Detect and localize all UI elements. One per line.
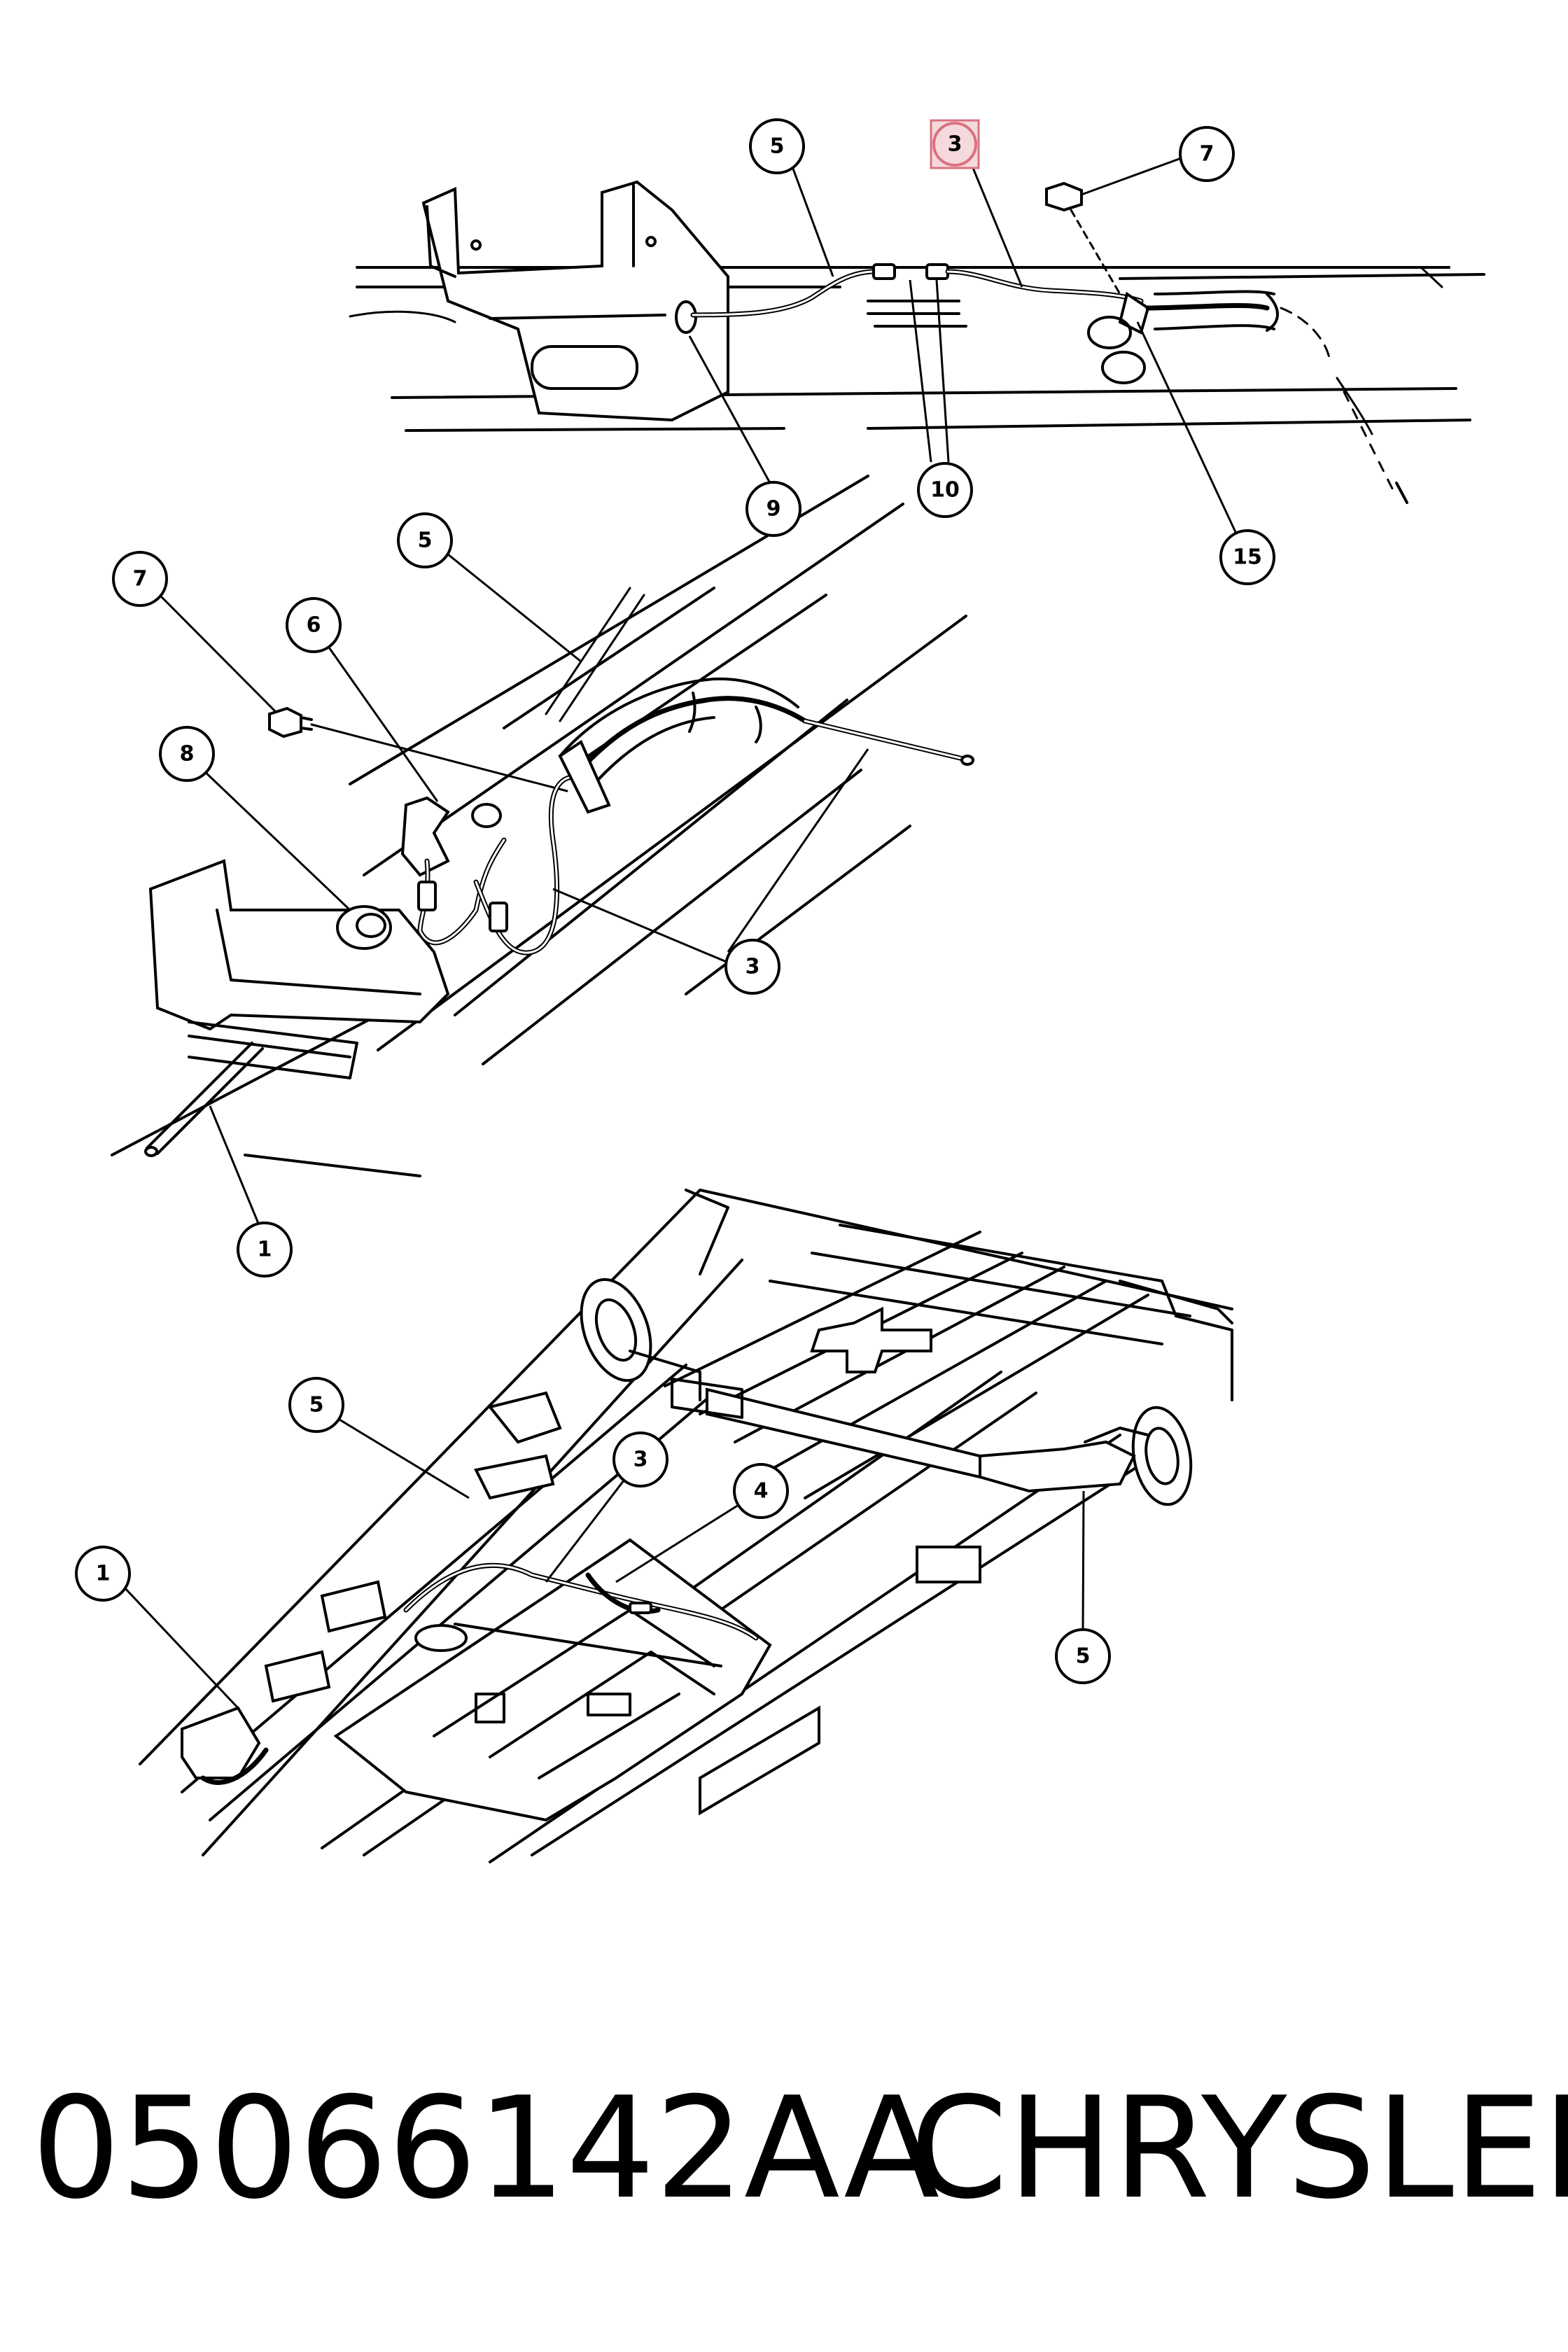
- callout-7-middle: 7: [112, 551, 278, 714]
- svg-text:5: 5: [1076, 1644, 1091, 1669]
- svg-text:5: 5: [770, 134, 785, 159]
- footer: 05066142AA CHRYSLER: [0, 2044, 1568, 2254]
- svg-text:15: 15: [1233, 545, 1262, 570]
- callout-5-bottom-right: 5: [1055, 1490, 1111, 1684]
- callout-9-top: 9: [688, 335, 802, 537]
- svg-text:7: 7: [1200, 142, 1214, 167]
- callout-1-middle: 1: [209, 1105, 293, 1278]
- callout-15-top: 15: [1136, 321, 1275, 585]
- svg-text:5: 5: [418, 528, 433, 553]
- svg-text:5: 5: [309, 1393, 324, 1418]
- svg-text:10: 10: [930, 478, 960, 503]
- svg-text:6: 6: [307, 613, 321, 638]
- svg-text:8: 8: [180, 742, 195, 766]
- svg-text:1: 1: [96, 1562, 111, 1586]
- middle-view: [111, 475, 974, 1177]
- svg-text:4: 4: [754, 1479, 769, 1504]
- callouts: 5 3 7 9 10 15: [75, 118, 1275, 1709]
- svg-text:7: 7: [133, 567, 148, 592]
- callout-10-top: 10: [909, 279, 973, 518]
- callout-3-middle: 3: [552, 748, 869, 995]
- callout-5-bottom-left: 5: [288, 1377, 470, 1499]
- callout-3-bottom: 3: [545, 1432, 668, 1583]
- callout-6-middle: 6: [286, 597, 439, 802]
- bottom-view: [139, 1189, 1233, 1863]
- callout-3-top: 3: [930, 119, 1023, 288]
- brand-name: CHRYSLER: [910, 2067, 1568, 2230]
- callout-4-bottom: 4: [615, 1463, 789, 1583]
- svg-text:3: 3: [948, 132, 962, 157]
- callout-7-top: 7: [1081, 126, 1235, 196]
- callout-1-bottom: 1: [75, 1546, 239, 1709]
- svg-text:1: 1: [258, 1238, 272, 1262]
- top-view: [349, 180, 1485, 504]
- callout-5-top: 5: [749, 118, 834, 277]
- callout-5-middle: 5: [397, 512, 582, 663]
- part-number: 05066142AA: [31, 2067, 940, 2230]
- svg-text:9: 9: [766, 497, 781, 522]
- svg-text:3: 3: [634, 1448, 648, 1472]
- svg-text:3: 3: [746, 955, 760, 979]
- callout-8-middle: 8: [159, 726, 351, 911]
